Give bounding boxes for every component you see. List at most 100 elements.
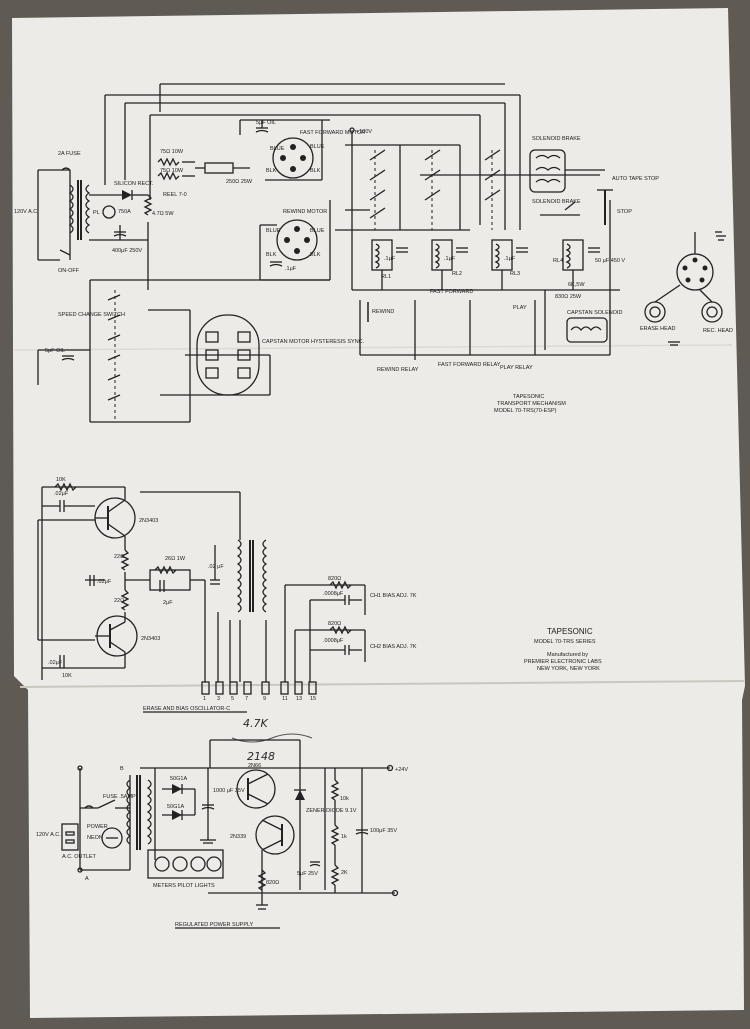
osc-cap-02-bottom: .02μF xyxy=(48,660,63,666)
fast-forward-motor-symbol xyxy=(239,119,330,181)
handwritten-2148: 2148 xyxy=(247,750,275,763)
cap-50-label: 50 μF 450 V xyxy=(595,258,625,264)
rw-blue-label-2: BLUE xyxy=(310,228,325,234)
osc-res-820-1: 820Ω xyxy=(328,576,341,582)
res-2k-label: 2K xyxy=(341,870,348,876)
osc-cap-02-right: .02 μF xyxy=(208,564,224,570)
res-1k-label: 1k xyxy=(341,834,347,840)
transistor-2n66: 2N66 xyxy=(248,763,261,769)
rw-blk-label-2: BLK xyxy=(310,252,321,258)
oscillator-pin-label: 5 xyxy=(231,696,234,702)
transport-title-line1: TAPESONIC xyxy=(513,394,544,400)
osc-cap-0008-1: .0008μF xyxy=(323,591,344,597)
power-switch-label: POWER xyxy=(87,824,108,830)
res-75b-label: 75Ω 10W xyxy=(160,168,184,174)
relay-switch-matrix xyxy=(335,127,600,290)
line-input-section xyxy=(37,167,153,290)
zener-label: ZENER DIODE 9.1V xyxy=(306,808,357,814)
oscillator-pin-label: 3 xyxy=(217,696,220,702)
res-250-label: 250Ω 25W xyxy=(226,179,253,185)
silicon-rect-label: SILICON RECT. xyxy=(114,181,154,187)
heads-section xyxy=(644,231,726,346)
rl1-cap-label: .1μF xyxy=(384,256,396,262)
reel-label: REEL 7-0 xyxy=(163,192,187,198)
solenoid-brake-label: SOLENOID BRAKE xyxy=(532,136,581,142)
play-relay-label: PLAY RELAY xyxy=(500,365,533,371)
paper-fold xyxy=(19,680,745,688)
cap-1000-label: 1000 μF 35V xyxy=(213,788,245,794)
capstan-motor-section xyxy=(37,279,330,423)
osc-res-820-2: 820Ω xyxy=(328,621,341,627)
ff-blk-label-2: BLK xyxy=(310,168,321,174)
diode-top-label: 50G1A xyxy=(170,776,187,782)
ps-input-label: 120V A.C. xyxy=(36,832,61,838)
osc-ch2-bias: CH2 BIAS ADJ. 7K xyxy=(370,644,417,650)
cap-400-label: 400μF 250V xyxy=(112,248,142,254)
res-6k-label: 6K,5W xyxy=(568,282,585,288)
model-series: MODEL 70-TRS SERIES xyxy=(534,639,596,645)
point-b-label: B xyxy=(120,766,124,772)
rw-cap-label: .1μF xyxy=(285,266,297,272)
osc-res-10k-bottom: 10K xyxy=(62,673,72,679)
fuse-2a-label: 2A FUSE xyxy=(58,151,81,157)
rect-value-label: 750A xyxy=(118,209,131,215)
res-75a-label: 75Ω 10W xyxy=(160,149,184,155)
company-city: NEW YORK, NEW YORK xyxy=(537,666,600,672)
stop-label: STOP xyxy=(617,209,632,215)
osc-ch1-bias: CH1 BIAS ADJ. 7K xyxy=(370,593,417,599)
brand-title: TAPESONIC xyxy=(547,627,593,636)
relay-rl4-label: RL4 xyxy=(553,258,563,264)
auto-tape-stop-label: AUTO TAPE STOP xyxy=(612,176,659,182)
play-button-label[interactable]: PLAY xyxy=(513,305,527,311)
rl3-cap-label: .1μF xyxy=(504,256,516,262)
company-name: PREMIER ELECTRONIC LABS xyxy=(524,659,602,665)
rewind-button-label[interactable]: REWIND xyxy=(372,309,394,315)
transport-title-line2: TRANSPORT MECHANISM xyxy=(497,401,566,407)
relay-buttons-wiring xyxy=(359,200,611,360)
neon-label: NEON xyxy=(87,835,103,841)
ac-outlet-label: A.C. OUTLET xyxy=(62,854,97,860)
power-supply-schematic xyxy=(61,733,399,910)
rl2-cap-label: .1μF xyxy=(444,256,456,262)
res-10k-label: 10k xyxy=(340,796,349,802)
diode-bottom-label: 50G1A xyxy=(167,804,184,810)
oscillator-pin-label: 11 xyxy=(282,696,288,702)
nameplate: TAPESONIC MODEL 70-TRS SERIES Manufactur… xyxy=(524,627,602,672)
paper-sheet xyxy=(12,8,745,1018)
rewind-relay-label: REWIND RELAY xyxy=(377,367,419,373)
rec-head-label: REC. HEAD xyxy=(703,328,733,334)
point-a-label: A xyxy=(85,876,89,882)
osc-cap-02-mid: .02μF xyxy=(97,579,112,585)
handwritten-resistor xyxy=(231,733,313,743)
osc-res-26: 26Ω 1W xyxy=(165,556,186,562)
relay-coils xyxy=(352,239,620,291)
ff-button-label[interactable]: FAST FORWARD xyxy=(430,289,473,295)
cap-5uf-label: 5μF OIL xyxy=(256,120,276,126)
relay-rl3-label: RL3 xyxy=(510,271,520,277)
regulator-transistor-symbol xyxy=(255,815,295,855)
ff-motor-label: FAST FORWARD MOTOR xyxy=(300,130,365,136)
erase-head-label: ERASE HEAD xyxy=(640,326,675,332)
cap-5-label: 5μF 25V xyxy=(297,871,318,877)
oscillator-schematic xyxy=(37,482,366,695)
oscillator-pin-row xyxy=(201,681,317,695)
oscillator-pin-label: 1 xyxy=(203,696,206,702)
resistor-4-7-label: 4.7Ω 5W xyxy=(152,211,174,217)
transport-mechanism-schematic: 2A FUSE 120V A.C. ON-OFF PL SILICON RECT… xyxy=(14,83,733,423)
line-input-label: 120V A.C. xyxy=(14,209,39,215)
meters-pilot-lights-label: METERS PILOT LIGHTS xyxy=(153,883,215,889)
oil-cap-label: 5μF OIL xyxy=(45,348,65,354)
transistor-2n339: 2N339 xyxy=(230,834,246,840)
osc-res-22a: 22Ω xyxy=(114,554,124,560)
res-820-label: 820Ω xyxy=(266,880,279,886)
osc-res-10k-top: 10K xyxy=(56,477,66,483)
ff-blue-label: BLUE xyxy=(270,146,285,152)
power-supply-title: REGULATED POWER SUPPLY xyxy=(175,922,254,928)
paper-fold-upper xyxy=(13,344,733,351)
speed-change-switch-label: SPEED CHANGE SWITCH xyxy=(58,312,125,318)
oscillator-pin-label: 15 xyxy=(310,696,316,702)
oscillator-pin-label: 13 xyxy=(296,696,302,702)
